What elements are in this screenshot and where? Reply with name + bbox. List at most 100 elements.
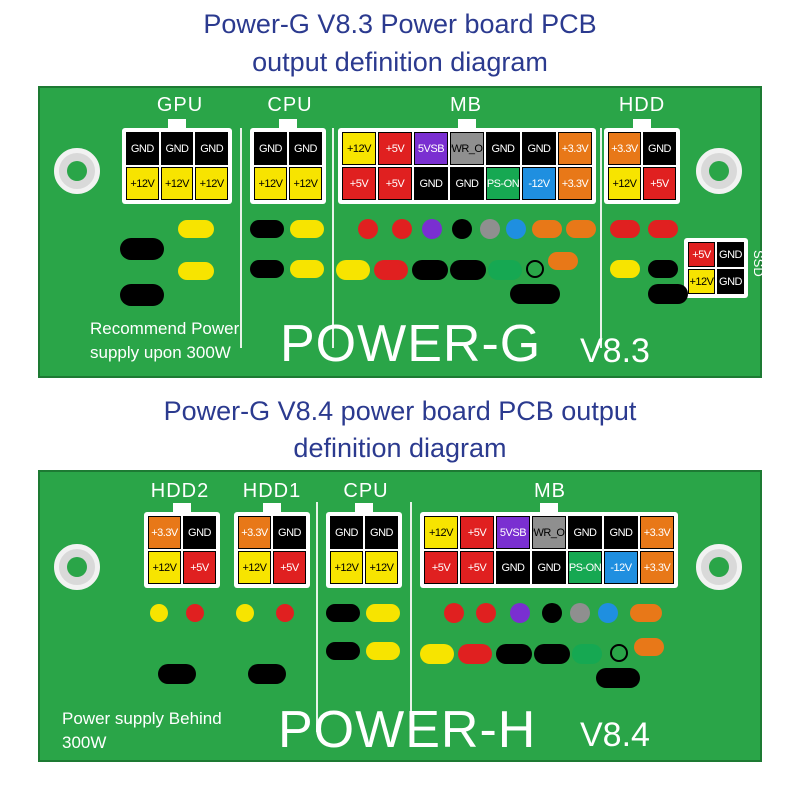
solder-pad-black — [452, 219, 472, 239]
pin--5v: +5V — [643, 167, 676, 200]
pin-gnd: GND — [486, 132, 520, 165]
solder-pad-yellow — [290, 260, 324, 278]
pin-gnd: GND — [254, 132, 287, 165]
pin--12v: +12V — [608, 167, 641, 200]
solder-pad-black — [120, 238, 164, 260]
pin-gnd: GND — [643, 132, 676, 165]
solder-pad-red — [648, 220, 678, 238]
solder-pad-purple — [510, 603, 530, 623]
pin-gnd: GND — [183, 516, 216, 549]
pin--12v: +12V — [238, 551, 271, 584]
mounting-hole-right — [696, 544, 742, 590]
pin--12v: +12V — [160, 167, 194, 200]
pin-gnd: GND — [365, 516, 398, 549]
solder-pad-black — [250, 260, 284, 278]
mb-connector: +12V+5V5VSBPWR_OKGNDGND+3.3V+5V+5VGNDGND… — [338, 119, 596, 204]
solder-pad-black — [250, 220, 284, 238]
pin--3-3v: +3.3V — [608, 132, 641, 165]
pin-gnd: GND — [568, 516, 602, 549]
label-cpu: CPU — [267, 94, 313, 116]
pin-pwr-ok: PWR_OK — [450, 132, 484, 165]
solder-pad-black — [542, 603, 562, 623]
divider — [240, 128, 242, 348]
pin-gnd: GND — [496, 551, 530, 584]
label-hdd1: HDD1 — [242, 480, 302, 502]
solder-pad-blue — [506, 219, 526, 239]
pin--5v: +5V — [273, 551, 306, 584]
solder-pad-red — [374, 260, 408, 280]
board-version: V8.4 — [580, 716, 650, 754]
solder-pad-purple — [422, 219, 442, 239]
solder-pad-red — [392, 219, 412, 239]
pin--3-3v: +3.3V — [148, 516, 181, 549]
solder-pad-red — [476, 603, 496, 623]
solder-pad-yellow — [236, 604, 254, 622]
board-brand: POWER-G — [280, 315, 542, 373]
pin--12v: +12V — [330, 551, 363, 584]
solder-pad-orange — [532, 220, 562, 238]
mounting-hole-right — [696, 148, 742, 194]
pin--3-3v: +3.3V — [558, 132, 592, 165]
pin--3-3v: +3.3V — [238, 516, 271, 549]
pin--12v: +12V — [126, 167, 159, 200]
solder-pad-yellow — [178, 220, 214, 238]
pin--5v: +5V — [378, 132, 412, 165]
divider — [600, 128, 602, 348]
solder-pad-blue — [598, 603, 618, 623]
label-mb: MB — [450, 94, 482, 116]
divider — [316, 502, 318, 732]
solder-pad-black — [596, 668, 640, 688]
note-line2: 300W — [62, 733, 107, 752]
connector-latch — [458, 119, 476, 129]
pin--5v: +5V — [424, 551, 458, 584]
solder-pad-black — [248, 664, 286, 684]
pin--12v: +12V — [365, 551, 398, 584]
solder-pad-black — [120, 284, 164, 306]
bottom-title-line2: definition diagram — [293, 433, 507, 463]
solder-pad-orange — [630, 604, 662, 622]
top-title-line1: Power-G V8.3 Power board PCB — [203, 9, 597, 39]
bottom-title-line1: Power-G V8.4 power board PCB output — [163, 396, 637, 426]
solder-pad-yellow — [366, 604, 400, 622]
pin--12v: +12V — [254, 167, 287, 200]
pin-gnd: GND — [604, 516, 638, 549]
connector-latch — [355, 503, 373, 513]
pin-gnd: GND — [273, 516, 306, 549]
pin--12v: +12V — [424, 516, 458, 549]
pin-ps-on: PS-ON — [568, 551, 602, 584]
label-ssd: SSD — [751, 250, 766, 277]
pin--5v: +5V — [460, 551, 494, 584]
solder-pad-yellow — [178, 262, 214, 280]
solder-pad-black — [326, 642, 360, 660]
pin--12v: +12V — [342, 132, 376, 165]
pin-gnd: GND — [330, 516, 363, 549]
top-title-line2: output definition diagram — [252, 47, 548, 77]
label-hdd2: HDD2 — [150, 480, 210, 502]
solder-pad-black — [450, 260, 486, 280]
pin-ps-on: PS-ON — [486, 167, 520, 200]
connector-latch — [633, 119, 651, 129]
solder-pad-red — [358, 219, 378, 239]
note-line2: supply upon 300W — [90, 343, 231, 362]
pin-gnd: GND — [717, 242, 744, 267]
solder-pad-yellow — [420, 644, 454, 664]
pin-gnd: GND — [160, 132, 194, 165]
solder-pad-grey — [570, 603, 590, 623]
pin-gnd: GND — [522, 132, 556, 165]
divider — [332, 128, 334, 348]
connector-latch — [173, 503, 191, 513]
mb-connector: +12V+5V5VSBPWR_OKGNDGND+3.3V+5V+5VGNDGND… — [420, 503, 678, 588]
note-line1: Power supply Behind — [62, 709, 222, 728]
pin-gnd: GND — [414, 167, 448, 200]
pin-pwr-ok: PWR_OK — [532, 516, 566, 549]
label-hdd: HDD — [618, 94, 666, 116]
solder-pad-orange — [634, 638, 664, 656]
solder-pad-black — [648, 284, 688, 304]
pin--5v: +5V — [688, 242, 715, 267]
solder-pad-green — [488, 260, 522, 280]
pin--5v: +5V — [342, 167, 376, 200]
